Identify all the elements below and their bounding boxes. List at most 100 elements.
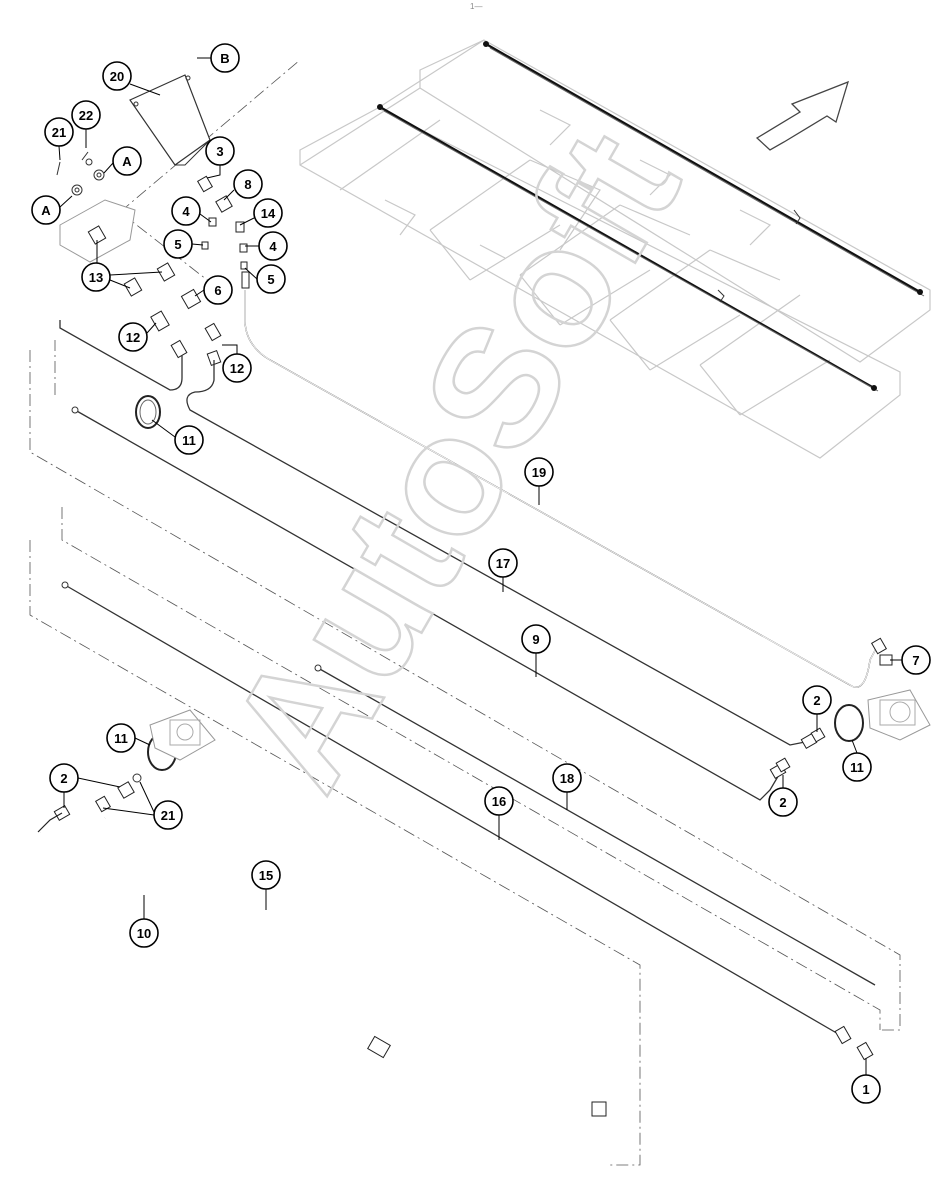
bracket-plate-20	[129, 74, 211, 166]
callout-c11b: 11	[106, 723, 136, 753]
callout-c4b: 4	[258, 231, 288, 261]
callout-c21a: 21	[44, 117, 74, 147]
motor-right	[867, 689, 931, 741]
callout-c5a: 5	[163, 229, 193, 259]
callout-number: 21	[161, 808, 175, 823]
flexible-hoses	[33, 773, 607, 1117]
callout-circle	[49, 763, 79, 793]
callout-c15: 15	[251, 860, 281, 890]
callout-number: 8	[244, 177, 251, 192]
callout-number: 20	[110, 69, 124, 84]
callout-circle	[203, 275, 233, 305]
callout-circle	[524, 457, 554, 487]
callout-number: 17	[496, 556, 510, 571]
direction-arrow-icon	[755, 80, 850, 151]
callout-number: 11	[114, 731, 128, 746]
callout-circle	[521, 624, 551, 654]
callout-c9: 9	[521, 624, 551, 654]
upper-fittings	[87, 175, 250, 366]
callout-circle	[901, 645, 931, 675]
callout-c3: 3	[205, 136, 235, 166]
boundary-lines	[29, 59, 901, 1166]
callout-c11c: 11	[842, 752, 872, 782]
callout-circle	[851, 1074, 881, 1104]
callout-c22: 22	[71, 100, 101, 130]
callout-c12a: 12	[118, 322, 148, 352]
callout-circle	[163, 229, 193, 259]
callout-c21b: 21	[153, 800, 183, 830]
callout-circle	[118, 322, 148, 352]
callout-cA1: A	[112, 146, 142, 176]
callout-number: 2	[813, 693, 820, 708]
callout-circle	[256, 264, 286, 294]
top-mark: 1—	[470, 2, 482, 11]
callout-c19: 19	[524, 457, 554, 487]
callout-circle	[174, 425, 204, 455]
leader-lines	[58, 57, 902, 1075]
callout-circle	[488, 548, 518, 578]
header-frame-illustration	[299, 39, 931, 459]
callout-cA2: A	[31, 195, 61, 225]
callout-number: 2	[779, 795, 786, 810]
motor-left	[149, 709, 216, 761]
callout-circle	[171, 196, 201, 226]
callout-circle	[842, 752, 872, 782]
callout-number: 2	[60, 771, 67, 786]
callout-c2c: 2	[768, 787, 798, 817]
callout-number: 4	[269, 239, 277, 254]
callout-c16: 16	[484, 786, 514, 816]
callout-number: 4	[182, 204, 190, 219]
callout-number: 11	[850, 760, 864, 775]
callout-circle	[210, 43, 240, 73]
callout-c14: 14	[253, 198, 283, 228]
callout-c5b: 5	[256, 264, 286, 294]
callout-number: 11	[182, 433, 196, 448]
callout-number: 15	[259, 868, 273, 883]
callout-circle	[802, 685, 832, 715]
callout-c2a: 2	[802, 685, 832, 715]
callout-c17: 17	[488, 548, 518, 578]
callout-circle	[552, 763, 582, 793]
callout-number: 13	[89, 270, 103, 285]
callout-c20: 20	[102, 61, 132, 91]
callout-number: 21	[52, 125, 66, 140]
callout-circle	[129, 918, 159, 948]
callout-circle	[768, 787, 798, 817]
callout-number: 1	[862, 1082, 869, 1097]
callout-circle	[71, 100, 101, 130]
callout-c6: 6	[203, 275, 233, 305]
callout-c1: 1	[851, 1074, 881, 1104]
callout-number: 14	[261, 206, 276, 221]
callout-number: 3	[216, 144, 223, 159]
callout-c13: 13	[81, 262, 111, 292]
callout-circle	[484, 786, 514, 816]
callout-c11a: 11	[174, 425, 204, 455]
callout-number: 16	[492, 794, 506, 809]
callout-number: 19	[532, 465, 546, 480]
callout-number: 12	[230, 361, 244, 376]
callout-number: A	[41, 203, 51, 218]
callout-number: 7	[912, 653, 919, 668]
callout-circle	[222, 353, 252, 383]
callout-circle	[153, 800, 183, 830]
callout-circle	[31, 195, 61, 225]
callout-circle	[253, 198, 283, 228]
callout-circle	[102, 61, 132, 91]
callout-circle	[112, 146, 142, 176]
callout-c10: 10	[129, 918, 159, 948]
callout-number: 5	[174, 237, 181, 252]
callout-number: 5	[267, 272, 274, 287]
callout-circle	[258, 231, 288, 261]
callout-c18: 18	[552, 763, 582, 793]
callout-cB: B	[210, 43, 240, 73]
callout-number: 22	[79, 108, 93, 123]
callout-c7: 7	[901, 645, 931, 675]
steel-lines	[59, 290, 893, 1061]
callout-number: 12	[126, 330, 140, 345]
callout-circle	[251, 860, 281, 890]
callout-c2b: 2	[49, 763, 79, 793]
callout-number: 18	[560, 771, 574, 786]
callout-circle	[233, 169, 263, 199]
